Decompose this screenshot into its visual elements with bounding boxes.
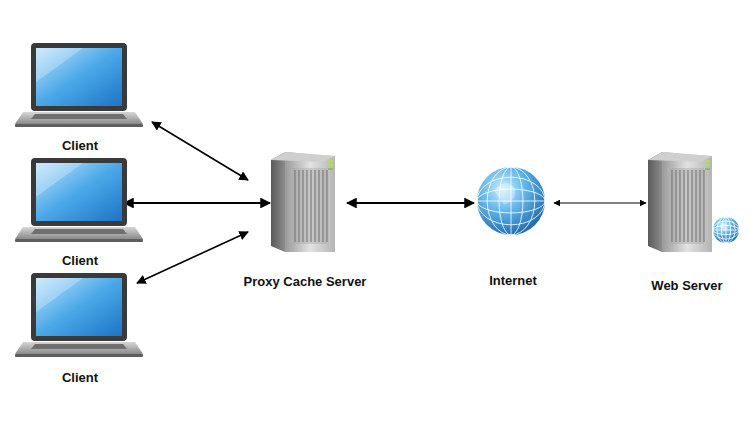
- laptop-picture: [13, 42, 143, 132]
- connector-arrow: [152, 122, 248, 180]
- network-node: Client: [13, 272, 147, 385]
- node-label: Client: [13, 370, 147, 385]
- connector-arrow: [554, 203, 646, 204]
- node-label: Internet: [461, 273, 565, 288]
- node-label: Proxy Cache Server: [233, 274, 377, 289]
- server-icon: [648, 152, 712, 252]
- node-label: Client: [13, 138, 147, 153]
- network-node: Client: [13, 42, 147, 153]
- network-node: Client: [13, 157, 147, 268]
- laptop-picture: [13, 157, 143, 247]
- laptop-icon: [15, 43, 143, 127]
- globe-icon: [713, 217, 739, 243]
- connector-arrow: [347, 202, 474, 204]
- globe-icon: [477, 167, 545, 235]
- laptop-picture: [13, 272, 143, 362]
- laptop-icon: [15, 158, 143, 242]
- laptop-icon: [15, 273, 143, 357]
- connector-arrow: [137, 232, 248, 283]
- webserver-picture: [626, 148, 744, 256]
- network-node: Internet: [461, 165, 565, 288]
- network-node: Web Server: [626, 148, 748, 293]
- server-icon: [271, 152, 335, 252]
- node-label: Client: [13, 253, 147, 268]
- node-label: Web Server: [626, 278, 748, 293]
- server-picture: [233, 148, 373, 256]
- network-node: Proxy Cache Server: [233, 148, 377, 289]
- globe-picture: [461, 165, 561, 237]
- connector-arrow: [124, 202, 270, 204]
